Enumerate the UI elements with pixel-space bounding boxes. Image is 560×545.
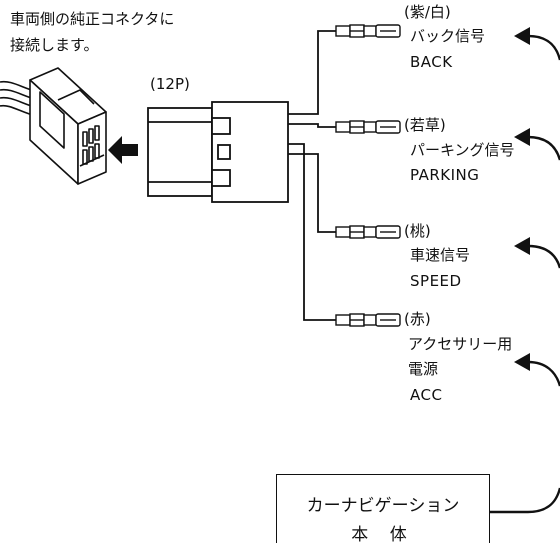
- wire-name-en-back: BACK: [410, 53, 453, 71]
- vehicle-connector-note-line2: 接続します。: [10, 36, 99, 54]
- curved-arrow-icon: [527, 135, 560, 161]
- terminal-speed: [335, 225, 401, 239]
- arrowheads: [514, 27, 530, 371]
- wire-name-jp-acc: アクセサリー用: [408, 335, 513, 353]
- wire-name-jp2-acc: 電源: [408, 360, 439, 378]
- terminal-acc: [335, 313, 401, 327]
- harness-wires: [288, 30, 336, 321]
- harness-connector-12p: [147, 101, 289, 203]
- connection-arrows: [490, 34, 560, 514]
- curved-arrow-icon: [527, 244, 560, 269]
- vehicle-connector-illustration: [0, 67, 107, 185]
- curved-arrow-icon: [527, 360, 560, 387]
- insert-arrow-icon: [108, 136, 138, 164]
- wire-color-back: (紫/白): [404, 3, 451, 21]
- wire-name-jp-parking: パーキング信号: [410, 141, 515, 159]
- connector-pin-label: (12P): [150, 75, 190, 93]
- navigation-unit-body-label: 本 体: [351, 525, 415, 545]
- wire-name-en-acc: ACC: [410, 386, 443, 404]
- wire-name-en-parking: PARKING: [410, 166, 480, 184]
- terminal-back: [335, 24, 401, 38]
- wire-terminals: [335, 24, 401, 327]
- navigation-unit-box: カーナビゲーション 本 体: [276, 474, 490, 545]
- curved-arrow-icon: [490, 487, 560, 514]
- navigation-unit-label: カーナビゲーション: [306, 496, 460, 516]
- wire-color-parking: (若草): [404, 116, 446, 134]
- wire-name-jp-back: バック信号: [410, 27, 486, 45]
- wire-name-jp-speed: 車速信号: [410, 246, 471, 264]
- wire-color-speed: (桃): [404, 222, 431, 240]
- curved-arrow-icon: [527, 34, 560, 61]
- wire-color-acc: (赤): [404, 310, 431, 328]
- vehicle-connector-note-line1: 車両側の純正コネクタに: [10, 10, 175, 28]
- wire-name-en-speed: SPEED: [410, 272, 462, 290]
- terminal-parking: [335, 120, 401, 134]
